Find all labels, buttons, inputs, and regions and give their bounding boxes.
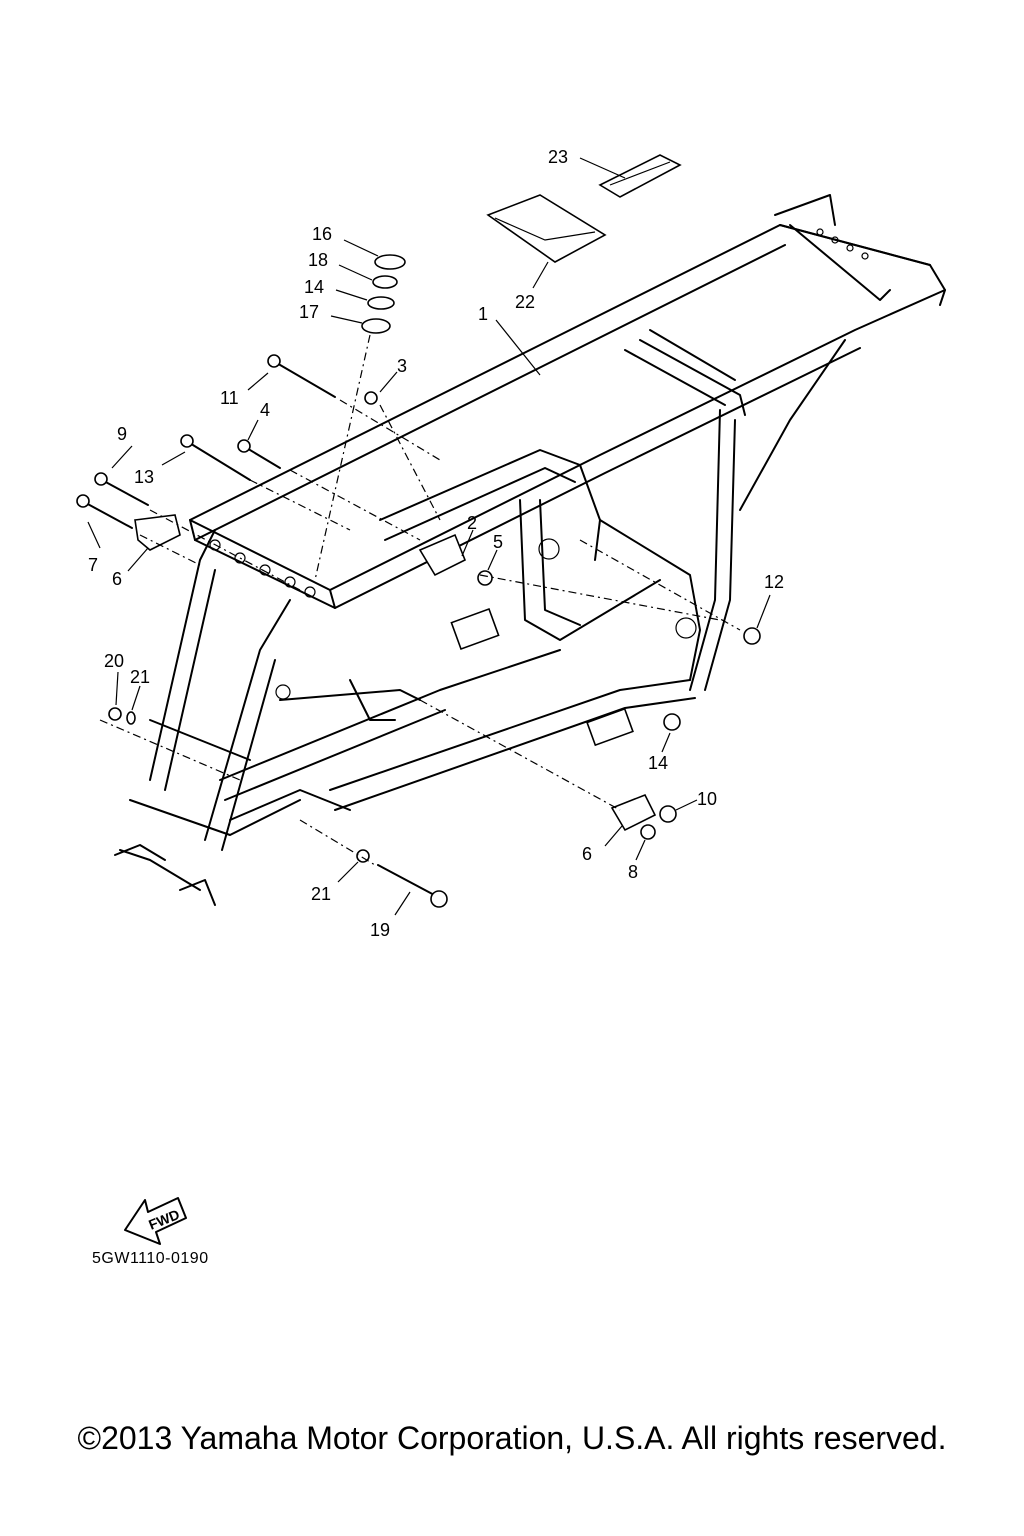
callout-3: 3 <box>397 356 407 376</box>
diagram-code: 5GW1110-0190 <box>92 1250 209 1267</box>
callout-labels: 23 22 1 16 18 14 17 3 11 4 9 13 7 6 2 5 … <box>88 147 784 940</box>
callout-4: 4 <box>260 400 270 420</box>
callout-15: 14 <box>304 277 324 297</box>
callout-8: 8 <box>628 862 638 882</box>
callout-17: 17 <box>299 302 319 322</box>
callout-23: 23 <box>548 147 568 167</box>
assembly-centerlines <box>99 334 741 866</box>
callout-6-right: 6 <box>582 844 592 864</box>
callout-21-top: 21 <box>130 667 150 687</box>
callout-20: 20 <box>104 651 124 671</box>
callout-18: 18 <box>308 250 328 270</box>
callout-2: 2 <box>467 513 477 533</box>
callout-6-left: 6 <box>112 569 122 589</box>
fwd-arrow-icon: FWD <box>124 1197 187 1245</box>
callout-21-bottom: 21 <box>311 884 331 904</box>
callout-1: 1 <box>478 304 488 324</box>
callout-5: 5 <box>493 532 503 552</box>
callout-12: 12 <box>764 572 784 592</box>
exploded-parts <box>76 154 761 908</box>
copyright-notice: ©2013 Yamaha Motor Corporation, U.S.A. A… <box>77 1420 947 1456</box>
callout-16: 16 <box>312 224 332 244</box>
frame-assembly <box>114 194 946 906</box>
callout-13: 13 <box>134 467 154 487</box>
leader-lines <box>87 157 771 916</box>
callout-11: 11 <box>220 388 239 408</box>
callout-19: 19 <box>370 920 390 940</box>
callout-14: 14 <box>648 753 668 773</box>
callout-9: 9 <box>117 424 127 444</box>
callout-22: 22 <box>515 292 535 312</box>
callout-10: 10 <box>697 789 717 809</box>
callout-7: 7 <box>88 555 98 575</box>
